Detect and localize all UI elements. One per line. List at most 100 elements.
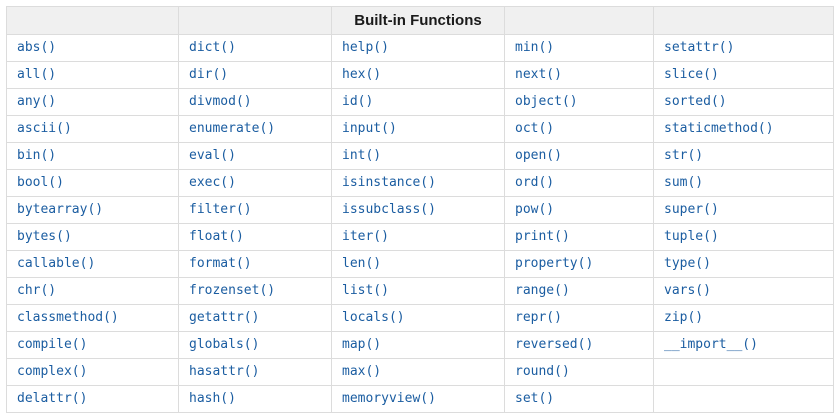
- table-row: delattr() hash() memoryview() set(): [6, 385, 834, 413]
- function-link[interactable]: range(): [515, 283, 570, 298]
- function-link[interactable]: all(): [17, 67, 57, 82]
- function-link[interactable]: bool(): [17, 175, 64, 190]
- function-link[interactable]: slice(): [664, 67, 719, 82]
- function-link[interactable]: object(): [515, 94, 578, 109]
- function-link[interactable]: setattr(): [664, 40, 735, 55]
- function-link[interactable]: print(): [515, 229, 570, 244]
- function-link[interactable]: next(): [515, 67, 562, 82]
- function-link[interactable]: getattr(): [189, 310, 260, 325]
- table-cell: bin(): [6, 142, 179, 170]
- function-link[interactable]: property(): [515, 256, 594, 271]
- function-link[interactable]: iter(): [342, 229, 389, 244]
- function-link[interactable]: any(): [17, 94, 57, 109]
- table-row: abs() dict() help() min() setattr(): [6, 34, 834, 62]
- table-cell: all(): [6, 61, 179, 89]
- function-link[interactable]: delattr(): [17, 391, 88, 406]
- function-link[interactable]: sorted(): [664, 94, 727, 109]
- function-link[interactable]: ord(): [515, 175, 555, 190]
- table-cell: next(): [504, 61, 654, 89]
- function-link[interactable]: zip(): [664, 310, 704, 325]
- function-link[interactable]: frozenset(): [189, 283, 276, 298]
- table-cell: __import__(): [653, 331, 834, 359]
- function-link[interactable]: help(): [342, 40, 389, 55]
- table-cell: tuple(): [653, 223, 834, 251]
- function-link[interactable]: hex(): [342, 67, 382, 82]
- table-cell: divmod(): [178, 88, 332, 116]
- table-cell: slice(): [653, 61, 834, 89]
- function-link[interactable]: hash(): [189, 391, 236, 406]
- function-link[interactable]: round(): [515, 364, 570, 379]
- function-link[interactable]: map(): [342, 337, 382, 352]
- table-cell: str(): [653, 142, 834, 170]
- function-link[interactable]: dir(): [189, 67, 229, 82]
- function-link[interactable]: divmod(): [189, 94, 252, 109]
- function-link[interactable]: input(): [342, 121, 397, 136]
- function-link[interactable]: repr(): [515, 310, 562, 325]
- table-cell: open(): [504, 142, 654, 170]
- function-link[interactable]: compile(): [17, 337, 88, 352]
- function-link[interactable]: bytes(): [17, 229, 72, 244]
- function-link[interactable]: id(): [342, 94, 374, 109]
- function-link[interactable]: memoryview(): [342, 391, 436, 406]
- function-link[interactable]: enumerate(): [189, 121, 276, 136]
- function-link[interactable]: globals(): [189, 337, 260, 352]
- header-cell-empty-2: [178, 6, 332, 35]
- function-link[interactable]: max(): [342, 364, 382, 379]
- function-link[interactable]: eval(): [189, 148, 236, 163]
- function-link[interactable]: vars(): [664, 283, 711, 298]
- table-cell: len(): [331, 250, 505, 278]
- function-link[interactable]: chr(): [17, 283, 57, 298]
- table-cell: sum(): [653, 169, 834, 197]
- function-link[interactable]: locals(): [342, 310, 405, 325]
- function-link[interactable]: staticmethod(): [664, 121, 774, 136]
- function-link[interactable]: type(): [664, 256, 711, 271]
- function-link[interactable]: int(): [342, 148, 382, 163]
- function-link[interactable]: sum(): [664, 175, 704, 190]
- function-link[interactable]: complex(): [17, 364, 88, 379]
- function-link[interactable]: list(): [342, 283, 389, 298]
- function-link[interactable]: dict(): [189, 40, 236, 55]
- function-link[interactable]: min(): [515, 40, 555, 55]
- function-link[interactable]: __import__(): [664, 337, 758, 352]
- function-link[interactable]: tuple(): [664, 229, 719, 244]
- table-row: bytearray() filter() issubclass() pow() supe…: [6, 196, 834, 224]
- function-link[interactable]: oct(): [515, 121, 555, 136]
- table-row: callable() format() len() property() type(): [6, 250, 834, 278]
- function-link[interactable]: float(): [189, 229, 244, 244]
- table-cell: setattr(): [653, 34, 834, 62]
- table-cell: print(): [504, 223, 654, 251]
- function-link[interactable]: bytearray(): [17, 202, 104, 217]
- function-link[interactable]: open(): [515, 148, 562, 163]
- table-cell: getattr(): [178, 304, 332, 332]
- table-cell: ascii(): [6, 115, 179, 143]
- function-link[interactable]: set(): [515, 391, 555, 406]
- function-link[interactable]: exec(): [189, 175, 236, 190]
- function-link[interactable]: pow(): [515, 202, 555, 217]
- table-cell: bytes(): [6, 223, 179, 251]
- table-cell: vars(): [653, 277, 834, 305]
- table-body: abs() dict() help() min() setattr() all() dir(…: [6, 34, 834, 413]
- table-cell: set(): [504, 385, 654, 413]
- function-link[interactable]: issubclass(): [342, 202, 436, 217]
- table-row: compile() globals() map() reversed() __impor…: [6, 331, 834, 359]
- function-link[interactable]: ascii(): [17, 121, 72, 136]
- table-cell: id(): [331, 88, 505, 116]
- builtin-functions-table: Built-in Functions abs() dict() help() min(…: [6, 6, 834, 413]
- function-link[interactable]: str(): [664, 148, 704, 163]
- function-link[interactable]: filter(): [189, 202, 252, 217]
- function-link[interactable]: super(): [664, 202, 719, 217]
- function-link[interactable]: callable(): [17, 256, 96, 271]
- table-header-row: Built-in Functions: [6, 6, 834, 35]
- function-link[interactable]: len(): [342, 256, 382, 271]
- function-link[interactable]: bin(): [17, 148, 57, 163]
- function-link[interactable]: classmethod(): [17, 310, 119, 325]
- table-cell-empty: [653, 358, 834, 386]
- function-link[interactable]: format(): [189, 256, 252, 271]
- function-link[interactable]: abs(): [17, 40, 57, 55]
- function-link[interactable]: hasattr(): [189, 364, 260, 379]
- table-cell: eval(): [178, 142, 332, 170]
- function-link[interactable]: reversed(): [515, 337, 594, 352]
- table-cell: globals(): [178, 331, 332, 359]
- function-link[interactable]: isinstance(): [342, 175, 436, 190]
